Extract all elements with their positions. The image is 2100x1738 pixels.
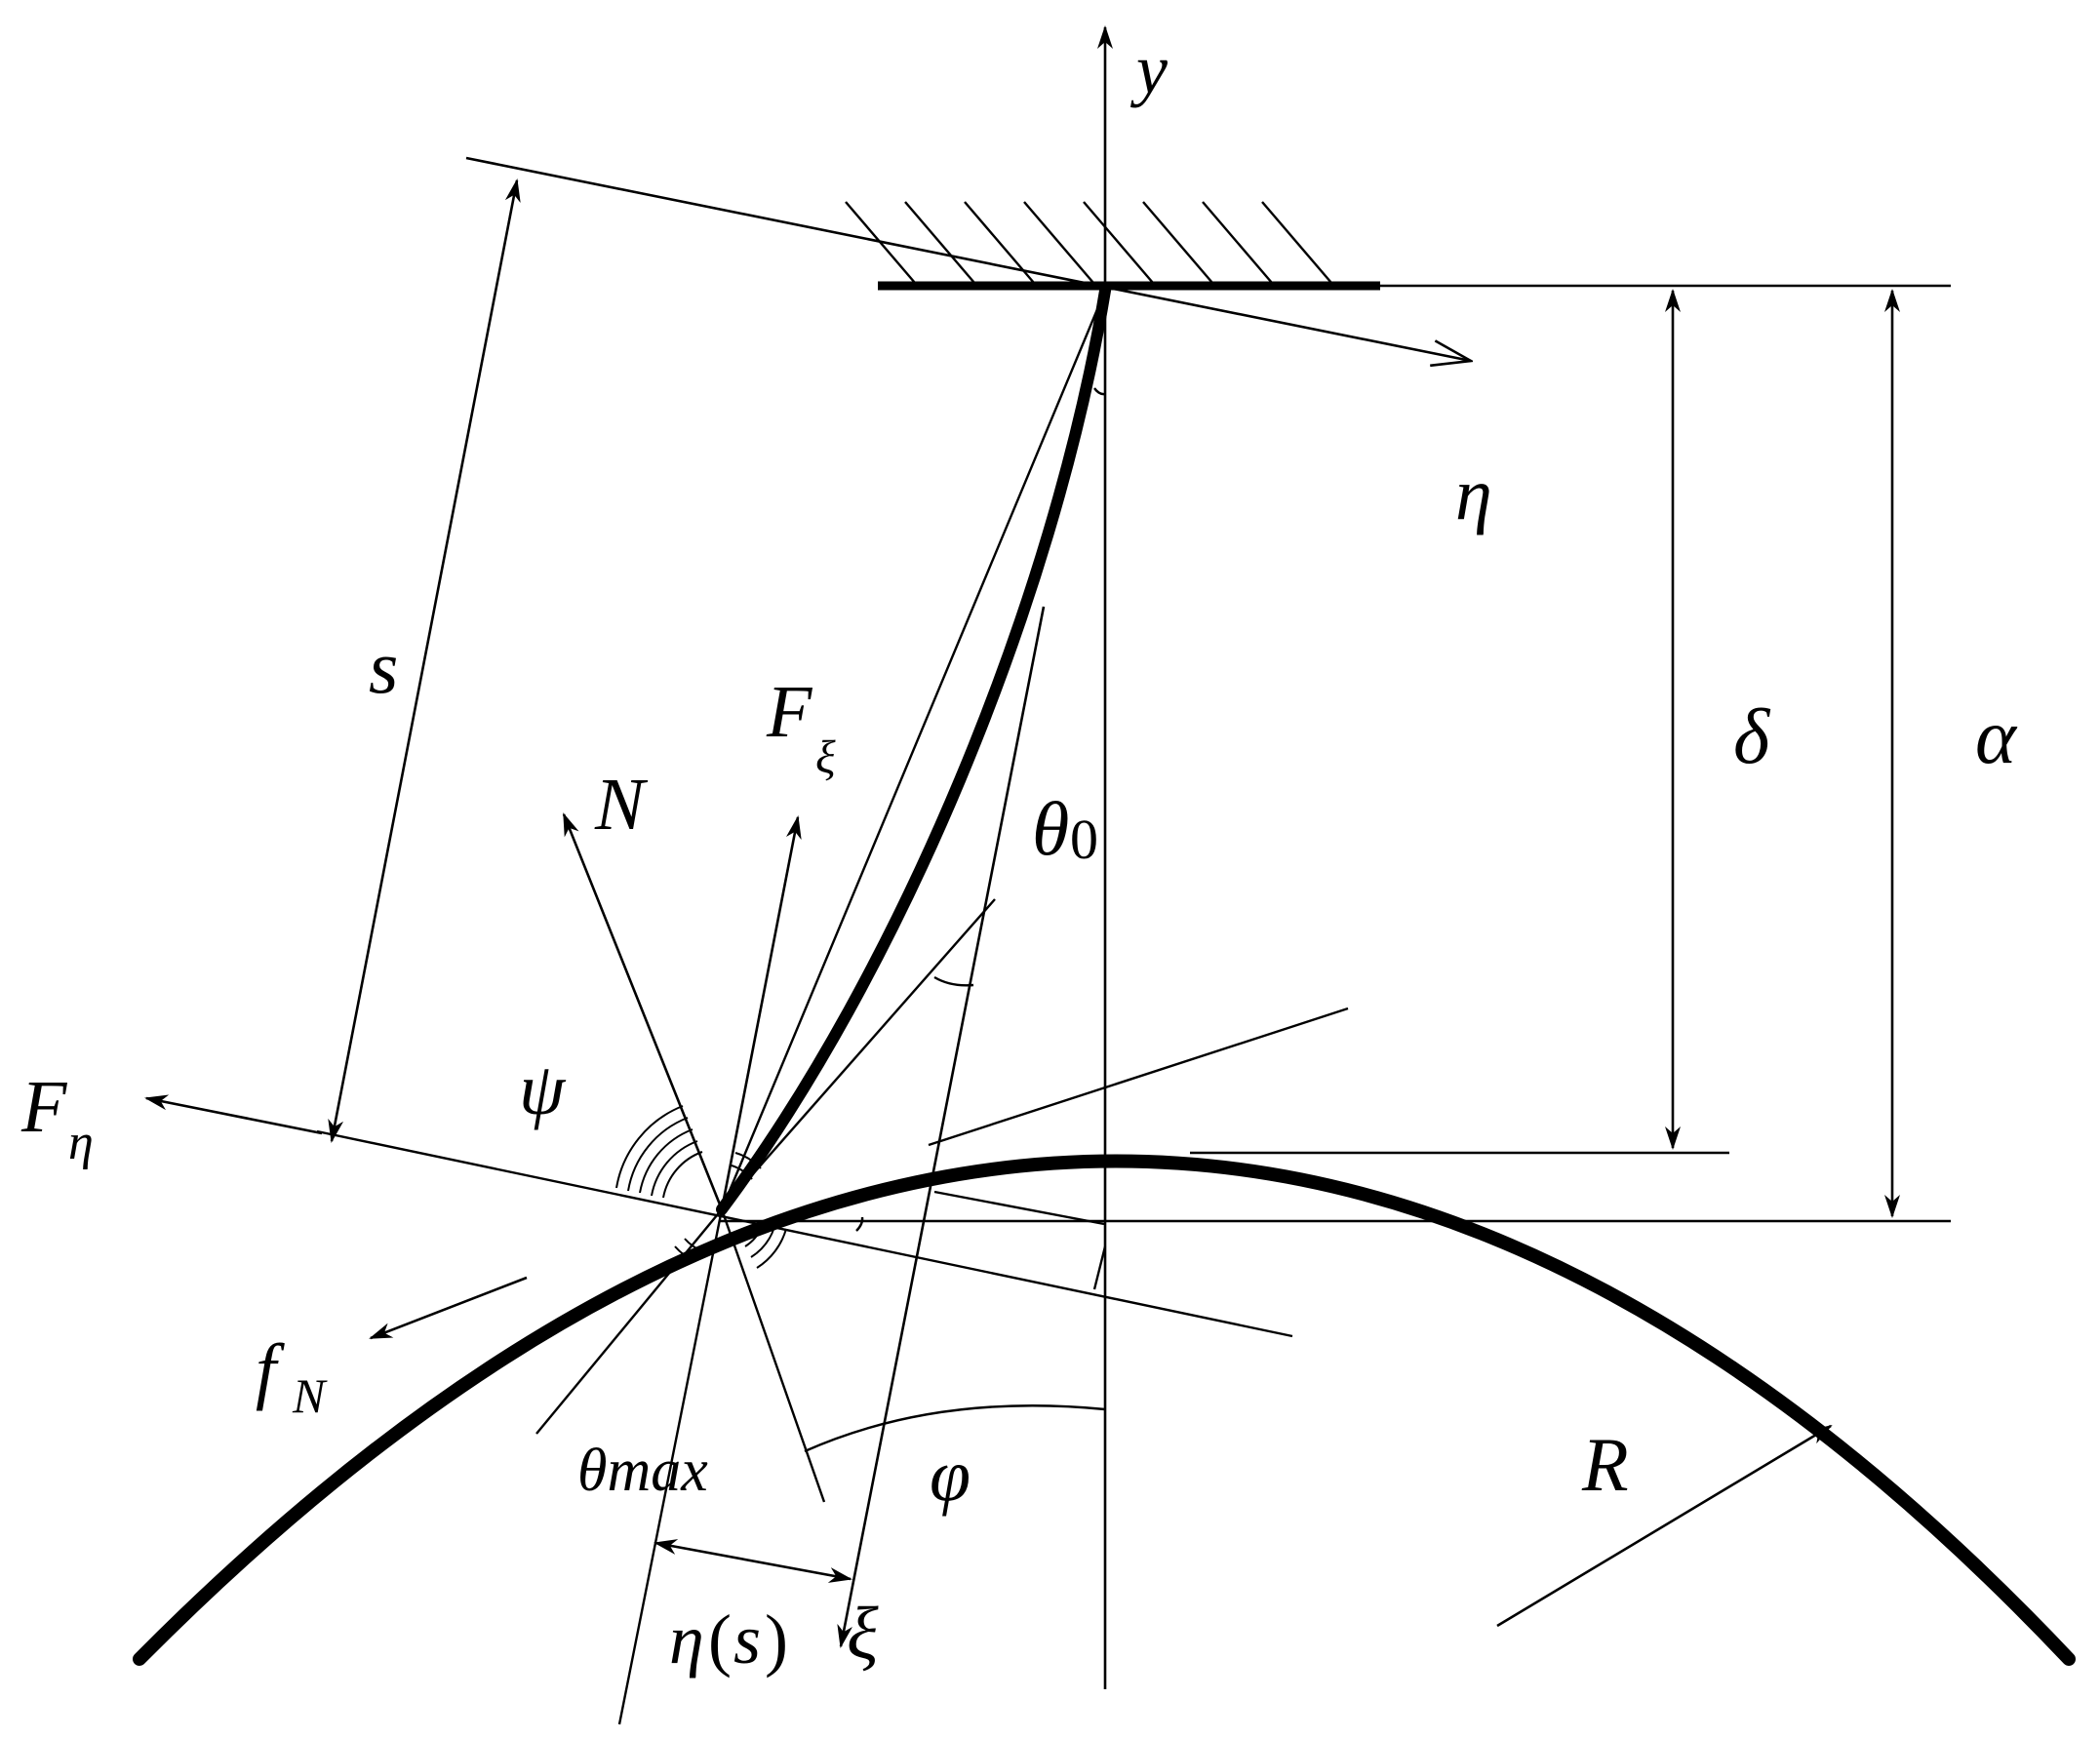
arc-length-label: s bbox=[369, 624, 398, 709]
friction-force-label: f bbox=[256, 1329, 285, 1411]
theta0-angle-arc bbox=[933, 975, 974, 987]
chord-line bbox=[720, 290, 1107, 1210]
f-eta-label: F bbox=[20, 1066, 68, 1148]
contact-small-angle-arc bbox=[855, 1216, 864, 1232]
radial-line-left bbox=[535, 1208, 723, 1435]
phi-label: φ bbox=[930, 1435, 971, 1517]
deflected-beam-curve bbox=[716, 285, 1111, 1215]
phi-angle-arc bbox=[804, 1404, 1106, 1453]
psi-label: ψ bbox=[519, 1048, 567, 1130]
short-reference-line bbox=[933, 1190, 1105, 1226]
friction-force-subscript: N bbox=[292, 1368, 328, 1423]
friction-force-arrow bbox=[369, 1276, 528, 1340]
hatched-support bbox=[845, 201, 1332, 284]
eta-axis-label: η bbox=[1455, 454, 1492, 535]
f-xi-force-arrow bbox=[720, 815, 802, 1210]
normal-force-label: N bbox=[594, 764, 649, 846]
lower-right-angle-arc bbox=[1092, 1245, 1107, 1290]
psi-angle-arcs bbox=[615, 1105, 787, 1269]
eta-s-open-paren: ( bbox=[708, 1600, 732, 1679]
xi-axis bbox=[837, 606, 1046, 1648]
f-eta-force-arrow bbox=[144, 1094, 323, 1135]
normal-extension-line bbox=[721, 898, 996, 1210]
tangent-line-lower bbox=[316, 1129, 1293, 1338]
top-angle-arc bbox=[1093, 387, 1106, 396]
normal-force-arrow bbox=[562, 812, 724, 1210]
radius-label: R bbox=[1581, 1422, 1629, 1507]
radial-line-theta-max bbox=[617, 1208, 724, 1725]
delta-label: δ bbox=[1733, 694, 1771, 780]
y-axis-label: y bbox=[1129, 30, 1168, 108]
theta0-subscript: 0 bbox=[1070, 808, 1098, 871]
f-eta-subscript: η bbox=[68, 1115, 94, 1170]
eta-axis bbox=[465, 156, 1471, 361]
s-dimension-arrow bbox=[328, 178, 521, 1143]
radius-arrow bbox=[1496, 1424, 1833, 1628]
f-xi-label: F bbox=[766, 671, 813, 753]
radial-line-right bbox=[720, 1208, 826, 1503]
eta-s-variable: s bbox=[733, 1600, 761, 1679]
circular-surface-arc bbox=[133, 1154, 2076, 1666]
alpha-label: α bbox=[1975, 694, 2018, 780]
eta-s-label: η bbox=[669, 1600, 704, 1679]
eta-s-close-paren: ) bbox=[765, 1600, 788, 1679]
xi-axis-label: ξ bbox=[847, 1593, 879, 1675]
eta-s-dimension-arrow bbox=[654, 1539, 852, 1583]
f-xi-subscript: ξ bbox=[815, 731, 836, 783]
theta-max-label: θmax bbox=[577, 1438, 708, 1504]
theta0-label: θ bbox=[1032, 786, 1069, 871]
tangent-line-upper bbox=[928, 1007, 1349, 1147]
